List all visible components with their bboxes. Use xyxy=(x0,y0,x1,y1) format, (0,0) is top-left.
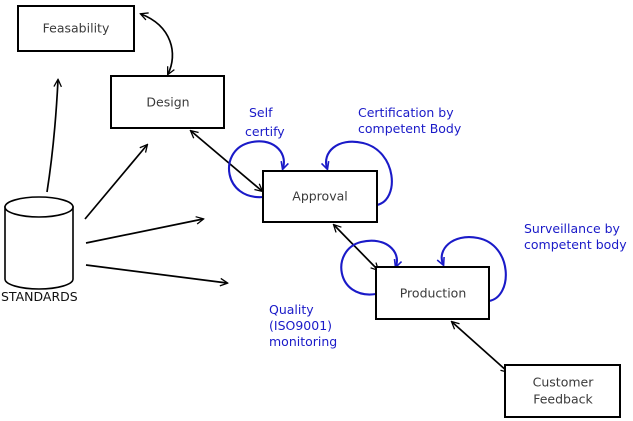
production-box xyxy=(375,266,490,320)
certification-line1: Certification by xyxy=(358,105,454,120)
approval-box xyxy=(262,170,378,223)
node-customer-feedback[interactable]: Customer Feedback xyxy=(504,364,621,418)
loop-self-certify xyxy=(228,140,284,199)
design-label: Design xyxy=(146,95,189,110)
production-label: Production xyxy=(400,286,467,301)
node-standards[interactable]: STANDARDS xyxy=(1,196,78,304)
edge-approval-production xyxy=(334,225,378,270)
design-box xyxy=(110,75,225,129)
node-design[interactable]: Design xyxy=(110,75,225,129)
edge-feasability-design xyxy=(141,14,172,74)
annotation-surveillance-competent-body: Surveillance by competent body xyxy=(524,221,627,252)
annotation-self-certify: Self certify xyxy=(245,105,285,139)
edge-design-approval xyxy=(191,131,262,191)
loop-quality-monitoring xyxy=(340,239,397,296)
annotation-certification-competent-body: Certification by competent Body xyxy=(358,105,462,136)
node-production[interactable]: Production xyxy=(375,266,490,320)
annotation-quality-monitoring: Quality (ISO9001) monitoring xyxy=(269,302,337,349)
loop-certification-competent-body xyxy=(326,140,393,207)
edge-production-customer-feedback xyxy=(452,322,508,372)
edge-standards-feasability xyxy=(46,80,58,193)
node-approval[interactable]: Approval xyxy=(262,170,378,223)
edge-standards-production xyxy=(85,264,227,283)
self-certify-line1: Self xyxy=(249,105,273,120)
node-feasability[interactable]: Feasability xyxy=(17,5,135,52)
customer-feedback-box xyxy=(504,364,621,418)
loop-surveillance-competent-body xyxy=(442,236,507,303)
customer-feedback-label-line2: Feedback xyxy=(533,392,593,407)
certification-line2: competent Body xyxy=(358,121,462,136)
surveillance-line1: Surveillance by xyxy=(524,221,621,236)
self-certify-line2: certify xyxy=(245,124,285,139)
feasability-box xyxy=(17,5,135,52)
customer-feedback-label-line1: Customer xyxy=(533,375,595,390)
quality-line2: (ISO9001) xyxy=(269,318,332,333)
standards-label: STANDARDS xyxy=(1,289,78,304)
edge-standards-design xyxy=(84,145,147,220)
quality-line1: Quality xyxy=(269,302,314,317)
edge-standards-approval xyxy=(85,219,203,244)
cylinder-top xyxy=(4,196,74,218)
cylinder-body xyxy=(4,206,74,290)
approval-label: Approval xyxy=(292,189,347,204)
quality-line3: monitoring xyxy=(269,334,337,349)
feasability-label: Feasability xyxy=(43,21,110,36)
surveillance-line2: competent body xyxy=(524,237,627,252)
